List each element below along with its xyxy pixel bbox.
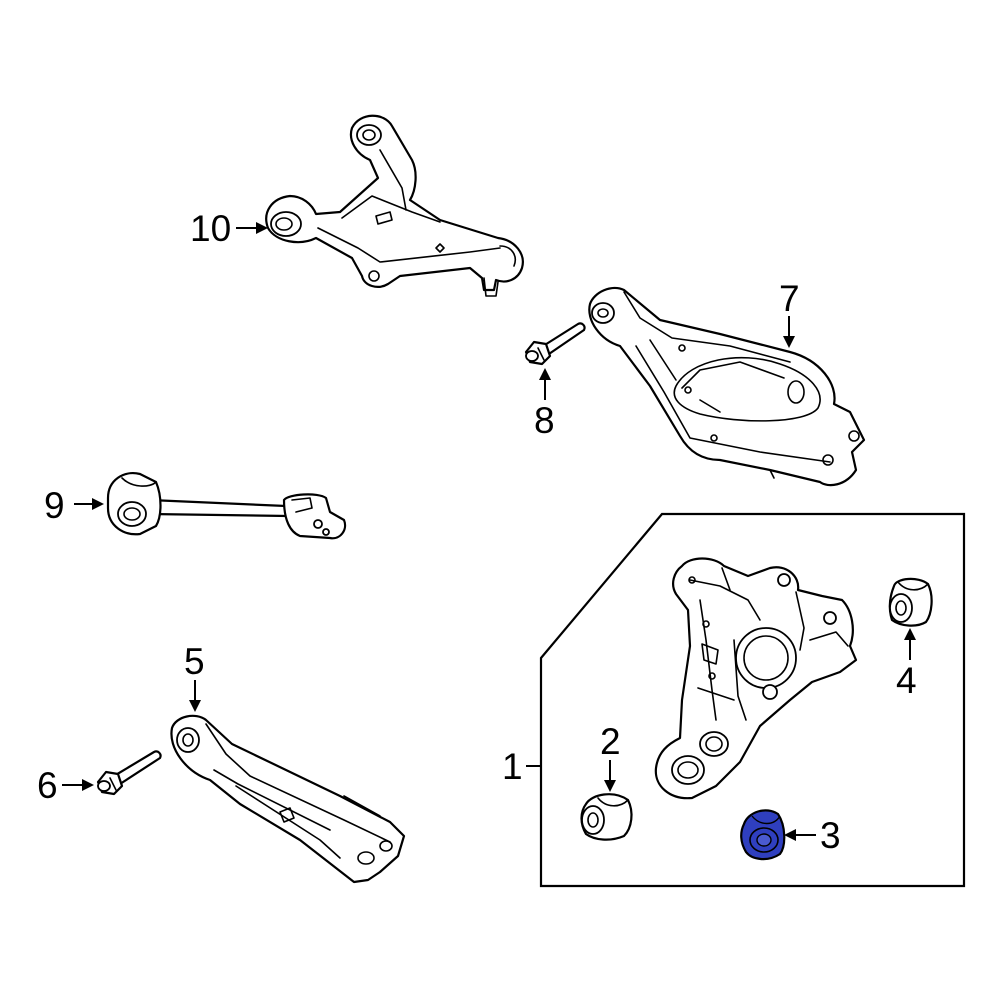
- callout-1: 1: [502, 746, 541, 787]
- part-7-lower-control-arm[interactable]: [588, 286, 866, 487]
- callout-7: 7: [779, 278, 800, 348]
- part-2-bushing[interactable]: [580, 793, 633, 841]
- callout-5: 5: [184, 641, 205, 712]
- part-9-trailing-rod[interactable]: [106, 472, 347, 540]
- callout-9-label: 9: [44, 485, 65, 526]
- callout-3: 3: [784, 815, 841, 856]
- callout-2-label: 2: [600, 721, 621, 762]
- part-5-lower-arm[interactable]: [170, 714, 406, 884]
- knuckle[interactable]: [654, 557, 858, 800]
- callout-8: 8: [534, 368, 555, 441]
- part-10-upper-control-arm[interactable]: [265, 114, 524, 297]
- callout-10: 10: [190, 208, 268, 249]
- callout-3-label: 3: [820, 815, 841, 856]
- callout-4: 4: [896, 628, 917, 701]
- part-6-bolt[interactable]: [96, 750, 162, 796]
- part-1-knuckle-assembly-box: [539, 512, 966, 888]
- part-8-bolt[interactable]: [524, 322, 586, 366]
- part-4-bushing[interactable]: [888, 577, 933, 627]
- callout-6-label: 6: [37, 765, 58, 806]
- callout-7-label: 7: [779, 278, 800, 319]
- callout-8-label: 8: [534, 400, 555, 441]
- callout-10-label: 10: [190, 208, 231, 249]
- callout-1-label: 1: [502, 746, 523, 787]
- callout-5-label: 5: [184, 641, 205, 682]
- part-3-bushing-highlighted[interactable]: [740, 809, 786, 861]
- callout-2: 2: [600, 721, 621, 792]
- callout-4-label: 4: [896, 660, 917, 701]
- callout-6: 6: [37, 765, 94, 806]
- callout-9: 9: [44, 485, 104, 526]
